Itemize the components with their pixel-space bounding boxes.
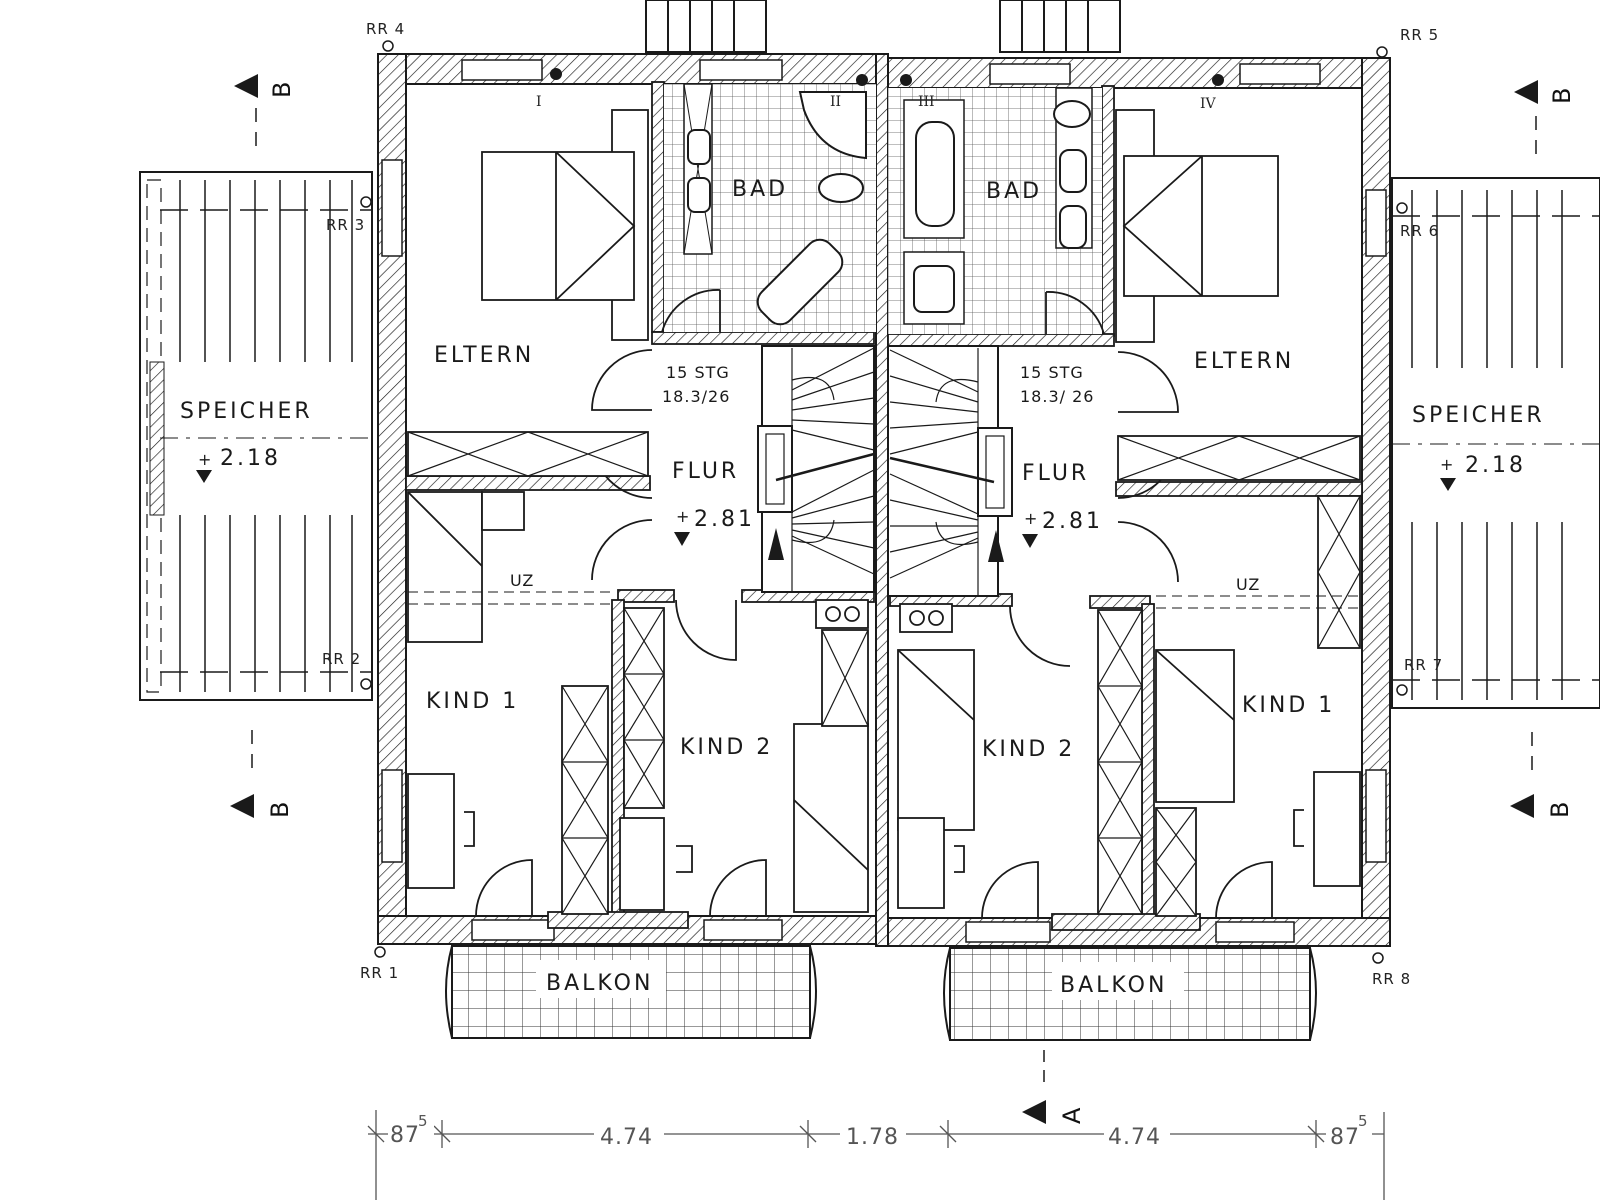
section-b-label: B [1546, 802, 1574, 818]
stairs-arrow-icon [768, 528, 784, 560]
dimension-4: 4.74 [1108, 1125, 1161, 1150]
section-a-label: A [1058, 1107, 1086, 1124]
speicher-left-label: SPEICHER [180, 399, 313, 424]
dimension-1: 87 [390, 1123, 420, 1148]
eltern-left-label: ELTERN [434, 343, 534, 368]
section-b-label: B [1548, 88, 1576, 104]
stairs-arrow-icon [988, 530, 1004, 562]
stairs-left-ratio: 18.3/26 [662, 387, 730, 406]
flur-right-label: FLUR [1022, 461, 1089, 486]
dimension-5-sup: 5 [1358, 1112, 1368, 1130]
stairs-left [757, 345, 875, 593]
bed-icon [481, 151, 635, 301]
rr-3-label: RR 3 [326, 216, 365, 234]
kind1-left-label: KIND 1 [426, 689, 519, 714]
toilet-icon [818, 173, 864, 203]
rr-7-label: RR 7 [1404, 656, 1443, 674]
dimension-1-sup: 5 [418, 1112, 428, 1130]
bad-right: BAD III IV [888, 74, 1224, 334]
rr-4-label: RR 4 [366, 20, 405, 38]
furniture-right [897, 109, 1361, 917]
rr-6-label: RR 6 [1400, 222, 1439, 240]
section-arrow-icon [234, 74, 258, 98]
chimney-point-icon [900, 74, 912, 86]
roman-label: II [830, 94, 841, 110]
labels-right: ELTERN 15 STG 18.3/ 26 FLUR + 2.81 UZ KI… [982, 349, 1335, 762]
flur-left-label: FLUR [672, 459, 739, 484]
section-b-label: B [266, 802, 294, 818]
labels-left: ELTERN 15 STG 18.3/26 FLUR + 2.81 UZ KIN… [426, 343, 773, 760]
kind1-right-label: KIND 1 [1242, 693, 1335, 718]
toilet-icon [913, 265, 955, 313]
speicher-right-label: SPEICHER [1412, 403, 1545, 428]
level-marker-icon [674, 532, 690, 546]
eltern-right-label: ELTERN [1194, 349, 1294, 374]
uz-right-label: UZ [1236, 575, 1260, 594]
chimney-point-icon [550, 68, 562, 80]
bed-icon [1123, 155, 1279, 297]
dimension-5: 87 [1330, 1125, 1360, 1150]
stairs-right-ratio: 18.3/ 26 [1020, 387, 1094, 406]
roman-label: IV [1200, 96, 1217, 112]
kind2-left-label: KIND 2 [680, 735, 773, 760]
speicher-right-level: 2.18 [1465, 453, 1526, 478]
bad-left: BAD I II [536, 68, 876, 332]
section-arrow-icon [1510, 794, 1534, 818]
windows [381, 59, 1387, 943]
kind2-right-label: KIND 2 [982, 737, 1075, 762]
speicher-left: SPEICHER + 2.18 [139, 171, 373, 701]
level-marker-icon [1440, 478, 1456, 491]
uz-lines [408, 591, 1362, 609]
doors [475, 289, 1273, 919]
chimney-point-icon [1212, 74, 1224, 86]
flur-right-level: 2.81 [1042, 509, 1103, 534]
balkon-left: BALKON [445, 945, 817, 1039]
dormer-windows [645, 0, 1121, 53]
roof-points [360, 40, 1408, 964]
bathtub-icon [915, 121, 955, 227]
stairs-right-count: 15 STG [1020, 363, 1084, 382]
section-b-label: B [268, 82, 296, 98]
rr-8-label: RR 8 [1372, 970, 1411, 988]
shower-icon [798, 91, 867, 160]
rr-2-label: RR 2 [322, 650, 361, 668]
balkon-right: BALKON [943, 947, 1317, 1041]
roman-label: III [918, 94, 935, 110]
bad-right-label: BAD [986, 179, 1042, 204]
stairs-right [887, 345, 1013, 597]
rr-5-label: RR 5 [1400, 26, 1439, 44]
section-markers: B B B B A [230, 74, 1576, 1124]
furniture-left [407, 109, 869, 915]
bathtub-icon [756, 238, 844, 326]
svg-text:+: + [676, 507, 690, 526]
bad-left-label: BAD [732, 177, 788, 202]
dimension-3: 1.78 [846, 1125, 899, 1150]
rr-1-label: RR 1 [360, 964, 399, 982]
stairs-left-count: 15 STG [666, 363, 730, 382]
section-arrow-icon [230, 794, 254, 818]
section-arrow-icon [1022, 1100, 1046, 1124]
chimney-point-icon [856, 74, 868, 86]
balkon-left-label: BALKON [546, 971, 653, 996]
uz-left-label: UZ [510, 571, 534, 590]
roman-label: I [536, 94, 542, 110]
dimension-2: 4.74 [600, 1125, 653, 1150]
balkon-right-label: BALKON [1060, 973, 1167, 998]
section-arrow-icon [1514, 80, 1538, 104]
level-marker-icon [1022, 534, 1038, 548]
svg-text:+: + [198, 450, 212, 469]
svg-text:+: + [1024, 509, 1038, 528]
speicher-left-level: 2.18 [220, 446, 281, 471]
flur-left-level: 2.81 [694, 507, 755, 532]
level-marker-icon [196, 470, 212, 483]
speicher-right: SPEICHER + 2.18 [1391, 177, 1600, 709]
svg-text:+: + [1440, 455, 1454, 474]
